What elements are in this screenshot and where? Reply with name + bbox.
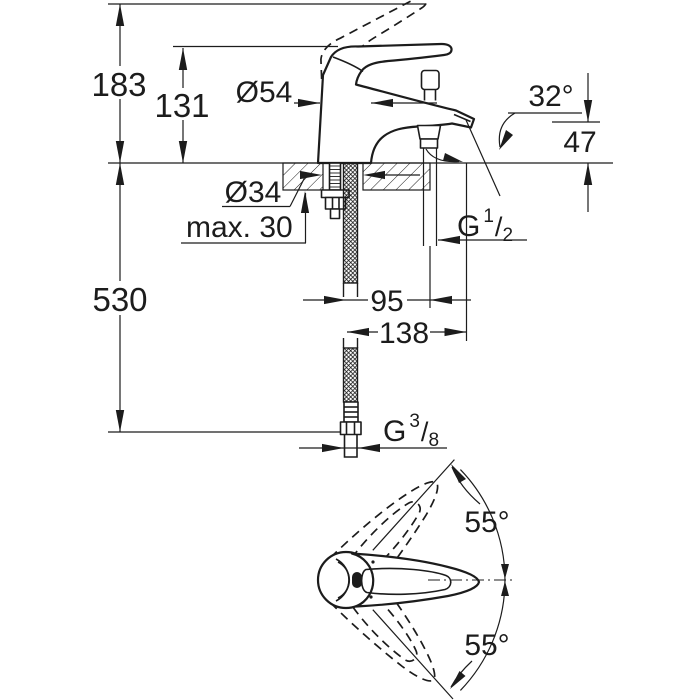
dim-spout-reach: 138 [347,317,467,350]
shower-thread-numerator: 1 [483,206,494,227]
hose-hex-nut [339,421,362,436]
diverter-knob [420,69,440,101]
dim-mounting-hole-label: Ø34 [225,176,282,209]
dim-body-diameter-label: Ø54 [236,76,293,109]
dim-spout-angle: 32° [465,80,574,197]
dim-deck-thickness: max. 30 [181,191,310,244]
supply-hose [339,162,362,458]
dim-handle-height: 131 [154,48,210,163]
dim-handle-height-label: 131 [154,87,209,124]
dim-outlet-offset: 95 [303,285,471,318]
dim-outlet-height: 47 [563,73,597,212]
handle-hub-crease [332,56,364,73]
main-view: 183 530 131 Ø54 Ø34 [89,0,613,458]
dim-spout-angle-label: 32° [528,80,573,113]
lever-logo-mark [352,572,362,588]
dim-body-diameter: Ø54 [236,76,437,109]
reference-lines [108,3,613,433]
shank-tip [329,208,341,220]
dim-hose-length-label: 530 [92,281,147,318]
dim-swivel-up: 55° [451,464,510,539]
supply-thread-symbol: G [383,415,406,448]
hose-braid-upper [342,162,359,284]
dim-spout-reach-label: 138 [379,317,429,350]
supply-thread-numerator: 3 [409,411,420,432]
spout-angle-ray [465,119,501,197]
dim-mounting-hole: Ø34 [222,170,420,209]
swivel-arc [459,469,509,691]
spout-aerator [453,113,471,123]
extension-lines [422,148,468,341]
dim-swivel-up-label: 55° [464,506,509,539]
dim-total-height: 183 530 [89,4,150,432]
supply-thread-denominator: 8 [428,430,439,451]
swivel-ray-down [372,609,454,700]
dim-outlet-offset-label: 95 [370,285,403,318]
dim-swivel-down: 55° [450,629,510,689]
shower-outlet [416,124,442,149]
hose-thread-tail [343,434,358,458]
handle-open-ghost [320,0,428,80]
top-view: 55° 55° [316,459,516,700]
mounting-nut [324,196,347,210]
hose-braid-lower [342,347,359,403]
dim-deck-thickness-label: max. 30 [186,211,293,244]
swivel-ray-up [372,459,455,551]
dim-total-height-label: 183 [91,66,146,103]
shower-thread-denominator: 2 [502,225,513,246]
svg-text:G1/2: G1/2 [457,206,513,246]
outlet-direction-arrow [425,148,463,163]
handle-cap [316,550,376,610]
handle-lever-top-view [350,552,481,608]
shower-thread-symbol: G [457,210,480,243]
svg-text:G3/8: G3/8 [383,411,439,451]
dim-outlet-height-label: 47 [563,126,596,159]
dim-swivel-down-label: 55° [464,629,509,662]
